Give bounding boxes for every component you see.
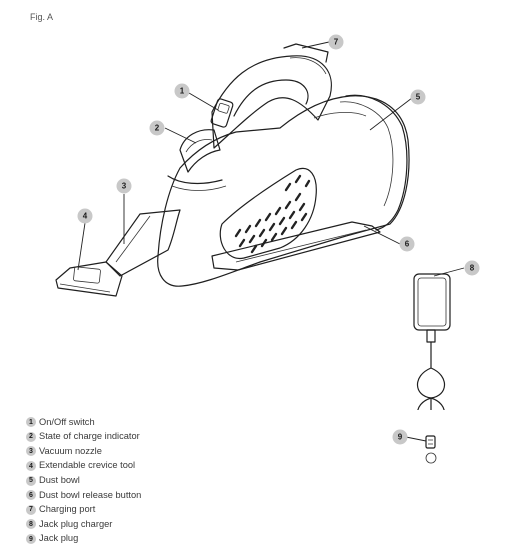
charging-port bbox=[283, 43, 329, 63]
callout-2-label: 2 bbox=[155, 124, 160, 133]
on-off-switch bbox=[210, 98, 234, 128]
callout-6-label: 6 bbox=[405, 240, 410, 249]
callout-4-label: 4 bbox=[83, 212, 88, 221]
legend-number: 9 bbox=[26, 534, 36, 545]
release-button bbox=[211, 221, 381, 271]
callout-1: 1 bbox=[174, 83, 190, 99]
legend-number: 2 bbox=[26, 431, 36, 442]
legend-text: On/Off switch bbox=[39, 416, 95, 427]
legend-text: Vacuum nozzle bbox=[39, 445, 102, 456]
dust-bowl bbox=[345, 94, 408, 231]
charger-illustration bbox=[413, 273, 451, 410]
legend-number: 3 bbox=[26, 446, 36, 457]
legend-text: Extendable crevice tool bbox=[39, 460, 136, 471]
handle bbox=[211, 55, 332, 149]
legend-text: Dust bowl release button bbox=[39, 489, 142, 500]
vacuum-diagram bbox=[55, 41, 465, 410]
vent-grille bbox=[219, 167, 317, 259]
callout-7-label: 7 bbox=[334, 38, 339, 47]
legend-text: Jack plug charger bbox=[39, 518, 113, 529]
legend-number: 5 bbox=[26, 475, 36, 486]
callout-5-label: 5 bbox=[416, 93, 421, 102]
legend-text: Charging port bbox=[39, 504, 96, 515]
legend-text: Dust bowl bbox=[39, 475, 80, 486]
legend-text: State of charge indicator bbox=[39, 431, 140, 442]
callout-9: 9 bbox=[392, 429, 408, 445]
callout-8-label: 8 bbox=[470, 264, 475, 273]
crevice-tool bbox=[55, 261, 123, 297]
legend-number: 1 bbox=[26, 417, 36, 428]
figure-label: Fig. A bbox=[30, 12, 54, 22]
main-body bbox=[157, 95, 410, 287]
leader-lines bbox=[77, 41, 465, 277]
callout-6: 6 bbox=[399, 236, 415, 252]
legend-number: 8 bbox=[26, 519, 36, 530]
callout-8: 8 bbox=[464, 260, 480, 276]
callout-1-label: 1 bbox=[180, 87, 185, 96]
callout-5: 5 bbox=[410, 89, 426, 105]
legend-text: Jack plug bbox=[39, 533, 79, 544]
callout-3-label: 3 bbox=[122, 182, 127, 191]
jack-plug-illustration bbox=[425, 435, 437, 464]
callout-7: 7 bbox=[328, 34, 344, 50]
callout-3: 3 bbox=[116, 178, 132, 194]
vent-slots bbox=[234, 174, 311, 254]
legend-number: 7 bbox=[26, 504, 36, 515]
callout-9-label: 9 bbox=[398, 433, 403, 442]
callout-2: 2 bbox=[149, 120, 165, 136]
legend-number: 6 bbox=[26, 490, 36, 501]
callout-4: 4 bbox=[77, 208, 93, 224]
legend-number: 4 bbox=[26, 461, 36, 472]
